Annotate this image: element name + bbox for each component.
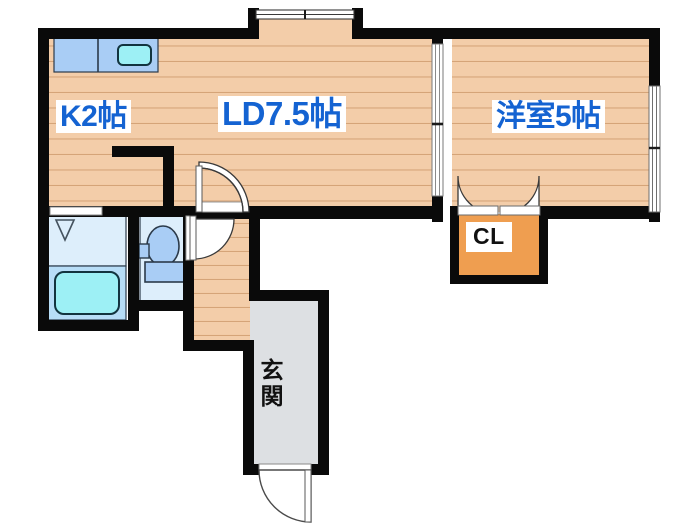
washroom-door bbox=[49, 206, 103, 216]
wall-hall-left-lower bbox=[183, 300, 194, 350]
room-label-kitchen: K2帖 bbox=[56, 100, 131, 134]
wall-hall-bottom-stub bbox=[183, 340, 253, 351]
wall-closet-bottom bbox=[450, 275, 548, 284]
genkan-char-1: 玄 bbox=[260, 357, 284, 383]
wall-washroom-right bbox=[128, 206, 139, 331]
floor-bay-window bbox=[258, 18, 352, 40]
bathtub bbox=[54, 271, 120, 315]
sliding-door-ld-western bbox=[431, 43, 444, 197]
room-label-genkan: 玄 関 bbox=[258, 357, 286, 410]
door-ld-hall bbox=[195, 161, 250, 213]
wall-north-left bbox=[38, 28, 258, 39]
wall-genkan-top bbox=[249, 290, 329, 301]
kitchen-sink bbox=[117, 44, 152, 66]
wall-south-western-right bbox=[540, 206, 660, 219]
wall-hall-right-upper bbox=[249, 212, 260, 298]
wall-toilet-bottom bbox=[139, 300, 194, 311]
wall-kitchen-partition-vertical bbox=[163, 146, 174, 212]
door-hall-toilet bbox=[185, 215, 235, 261]
wall-genkan-right bbox=[318, 290, 329, 474]
wall-washroom-left bbox=[38, 206, 49, 331]
closet-doors bbox=[457, 175, 541, 216]
genkan-char-2: 関 bbox=[260, 382, 284, 409]
window-right bbox=[648, 85, 661, 213]
room-label-ld: LD7.5帖 bbox=[218, 96, 346, 133]
wall-genkan-left bbox=[243, 340, 254, 474]
wall-toilet-top bbox=[139, 206, 194, 217]
wall-north-right bbox=[442, 28, 660, 39]
wall-bay-right bbox=[352, 8, 363, 39]
wall-genkan-bottom-left bbox=[243, 464, 261, 475]
wall-bay-left bbox=[248, 8, 259, 39]
entrance-door bbox=[258, 463, 312, 523]
wall-genkan-bottom-right bbox=[310, 464, 329, 475]
wall-west-main bbox=[38, 28, 49, 212]
room-label-western-room: 洋室5帖 bbox=[492, 100, 605, 134]
toilet-bowl-icon bbox=[146, 225, 180, 267]
floor-genkan bbox=[250, 297, 318, 472]
toilet-lever-icon bbox=[138, 243, 150, 259]
openings bbox=[49, 9, 661, 523]
toilet-tank-icon bbox=[144, 261, 186, 283]
wall-washroom-bottom bbox=[38, 320, 139, 331]
bay-window-top bbox=[255, 9, 355, 20]
wall-north-mid bbox=[352, 28, 442, 39]
washbasin-counter bbox=[47, 215, 127, 267]
wall-kitchen-partition-top bbox=[112, 146, 174, 157]
wall-ld-western-top bbox=[432, 28, 443, 44]
washbasin-bowl-icon bbox=[54, 219, 76, 242]
room-label-closet: CL bbox=[466, 222, 512, 252]
wall-closet-right bbox=[539, 214, 548, 284]
wall-closet-left bbox=[450, 206, 459, 284]
